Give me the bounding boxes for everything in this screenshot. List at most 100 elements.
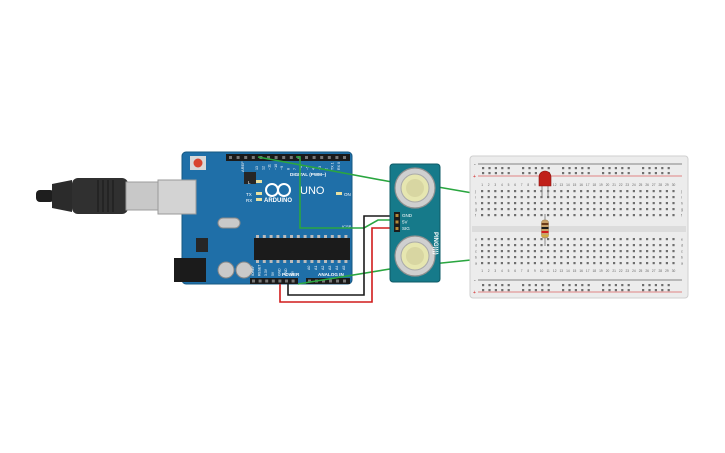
rail-minus-label-top: - xyxy=(474,162,476,168)
led-tx xyxy=(256,192,262,195)
row-letter: f xyxy=(475,213,476,217)
column-number: 7 xyxy=(521,269,523,273)
digital-pin-label: TX 1 xyxy=(331,162,335,170)
wire-5v[interactable] xyxy=(279,227,398,303)
header-hole[interactable] xyxy=(229,156,232,159)
column-number: 6 xyxy=(514,269,516,273)
header-hole[interactable] xyxy=(282,156,286,159)
column-number: 8 xyxy=(527,269,529,273)
column-number: 20 xyxy=(606,183,610,187)
rail-plus-label-top: + xyxy=(473,174,476,180)
column-number: 25 xyxy=(639,183,643,187)
header-hole[interactable] xyxy=(343,279,346,283)
capacitor-1 xyxy=(217,261,235,279)
row-letter: j xyxy=(474,189,476,193)
column-number: 1 xyxy=(481,269,483,273)
column-number: 6 xyxy=(514,183,516,187)
resistor[interactable] xyxy=(541,214,549,246)
led-label-rx: RX xyxy=(246,198,252,203)
ultrasonic-sensor[interactable]: GND 5V SIG PING)))) xyxy=(389,163,441,283)
header-hole[interactable] xyxy=(271,279,275,283)
power-pin-label: 3.3V xyxy=(264,268,268,276)
header-hole[interactable] xyxy=(329,279,332,283)
header-hole[interactable] xyxy=(320,156,324,159)
column-number: 9 xyxy=(534,183,536,187)
led-label-l: L xyxy=(248,180,251,185)
column-number: 20 xyxy=(606,269,610,273)
led-label-tx: TX xyxy=(246,192,252,197)
column-number: 28 xyxy=(659,183,663,187)
column-number: 12 xyxy=(553,269,557,273)
column-number: 24 xyxy=(632,183,636,187)
breadboard[interactable]: - + - + 11223344556677889910101111121213… xyxy=(469,155,689,299)
header-hole[interactable] xyxy=(278,279,282,283)
header-hole[interactable] xyxy=(312,156,316,159)
atmega-pins-top xyxy=(256,235,348,238)
wire-gnd-green[interactable] xyxy=(297,267,397,285)
digital-pin-label: 7 xyxy=(293,168,297,170)
column-number: 4 xyxy=(501,269,503,273)
digital-label: DIGITAL (PWM~) xyxy=(290,172,327,177)
column-number: 27 xyxy=(652,269,656,273)
icsp-label: ICSP xyxy=(342,224,352,229)
header-hole[interactable] xyxy=(308,279,311,283)
led-body xyxy=(538,170,552,187)
column-number: 3 xyxy=(494,183,496,187)
wire-trig[interactable] xyxy=(296,156,398,229)
header-hole[interactable] xyxy=(322,279,325,283)
power-pin-label: GND xyxy=(277,268,281,276)
digital-pin-label: 12 xyxy=(261,166,265,170)
header-hole[interactable] xyxy=(327,156,331,159)
sensor-mesh-top-inner xyxy=(406,179,424,197)
column-number: 10 xyxy=(540,269,544,273)
column-number: 7 xyxy=(521,183,523,187)
column-number: 9 xyxy=(534,269,536,273)
header-hole[interactable] xyxy=(252,279,255,283)
header-hole[interactable] xyxy=(289,156,293,159)
column-number: 21 xyxy=(612,183,616,187)
header-hole[interactable] xyxy=(251,156,255,159)
usb-cable[interactable] xyxy=(36,178,161,214)
analog-pin-label: A3 xyxy=(328,266,332,270)
column-number: 24 xyxy=(632,269,636,273)
digital-pin-label: 13 xyxy=(255,166,259,170)
header-hole[interactable] xyxy=(291,279,295,283)
header-hole[interactable] xyxy=(244,156,248,159)
arduino-logo-icon xyxy=(265,183,291,197)
wire-echo[interactable] xyxy=(257,156,393,183)
column-number: 16 xyxy=(579,269,583,273)
column-number: 5 xyxy=(508,269,510,273)
column-number: 25 xyxy=(639,269,643,273)
sensor-pin-5v: 5V xyxy=(402,220,408,225)
header-hole[interactable] xyxy=(258,279,262,283)
wire-gnd[interactable] xyxy=(287,215,398,296)
header-hole[interactable] xyxy=(274,156,278,159)
led-label-on: ON xyxy=(344,192,351,197)
sensor-pin-gnd: GND xyxy=(402,213,413,218)
column-number: 13 xyxy=(560,269,564,273)
header-hole[interactable] xyxy=(335,156,339,159)
column-number: 8 xyxy=(527,183,529,187)
header-hole[interactable] xyxy=(336,279,339,283)
sensor-name: PING)))) xyxy=(432,232,438,255)
breadboard-center-channel xyxy=(472,226,686,232)
analog-pin-label: A0 xyxy=(307,266,311,270)
digital-pin-label: ~6 xyxy=(299,166,303,170)
row-letter: g xyxy=(475,207,477,211)
header-hole[interactable] xyxy=(285,279,288,283)
header-hole[interactable] xyxy=(236,156,240,159)
header-hole[interactable] xyxy=(267,156,270,159)
row-letter: e xyxy=(475,237,477,241)
reset-button-cap xyxy=(193,158,203,168)
header-hole[interactable] xyxy=(343,156,346,159)
wires xyxy=(257,156,549,303)
atmega-pins-bottom xyxy=(256,260,348,263)
arduino-uno-board[interactable]: L TX RX ON ARDUINO UNO DIGITAL (PWM~) PO… xyxy=(157,151,353,285)
usb-plug-metal xyxy=(125,181,161,211)
red-led[interactable] xyxy=(538,170,552,196)
header-hole[interactable] xyxy=(305,156,308,159)
column-number: 14 xyxy=(566,269,570,273)
power-pin-label: GND xyxy=(284,268,288,276)
header-hole[interactable] xyxy=(265,279,269,283)
